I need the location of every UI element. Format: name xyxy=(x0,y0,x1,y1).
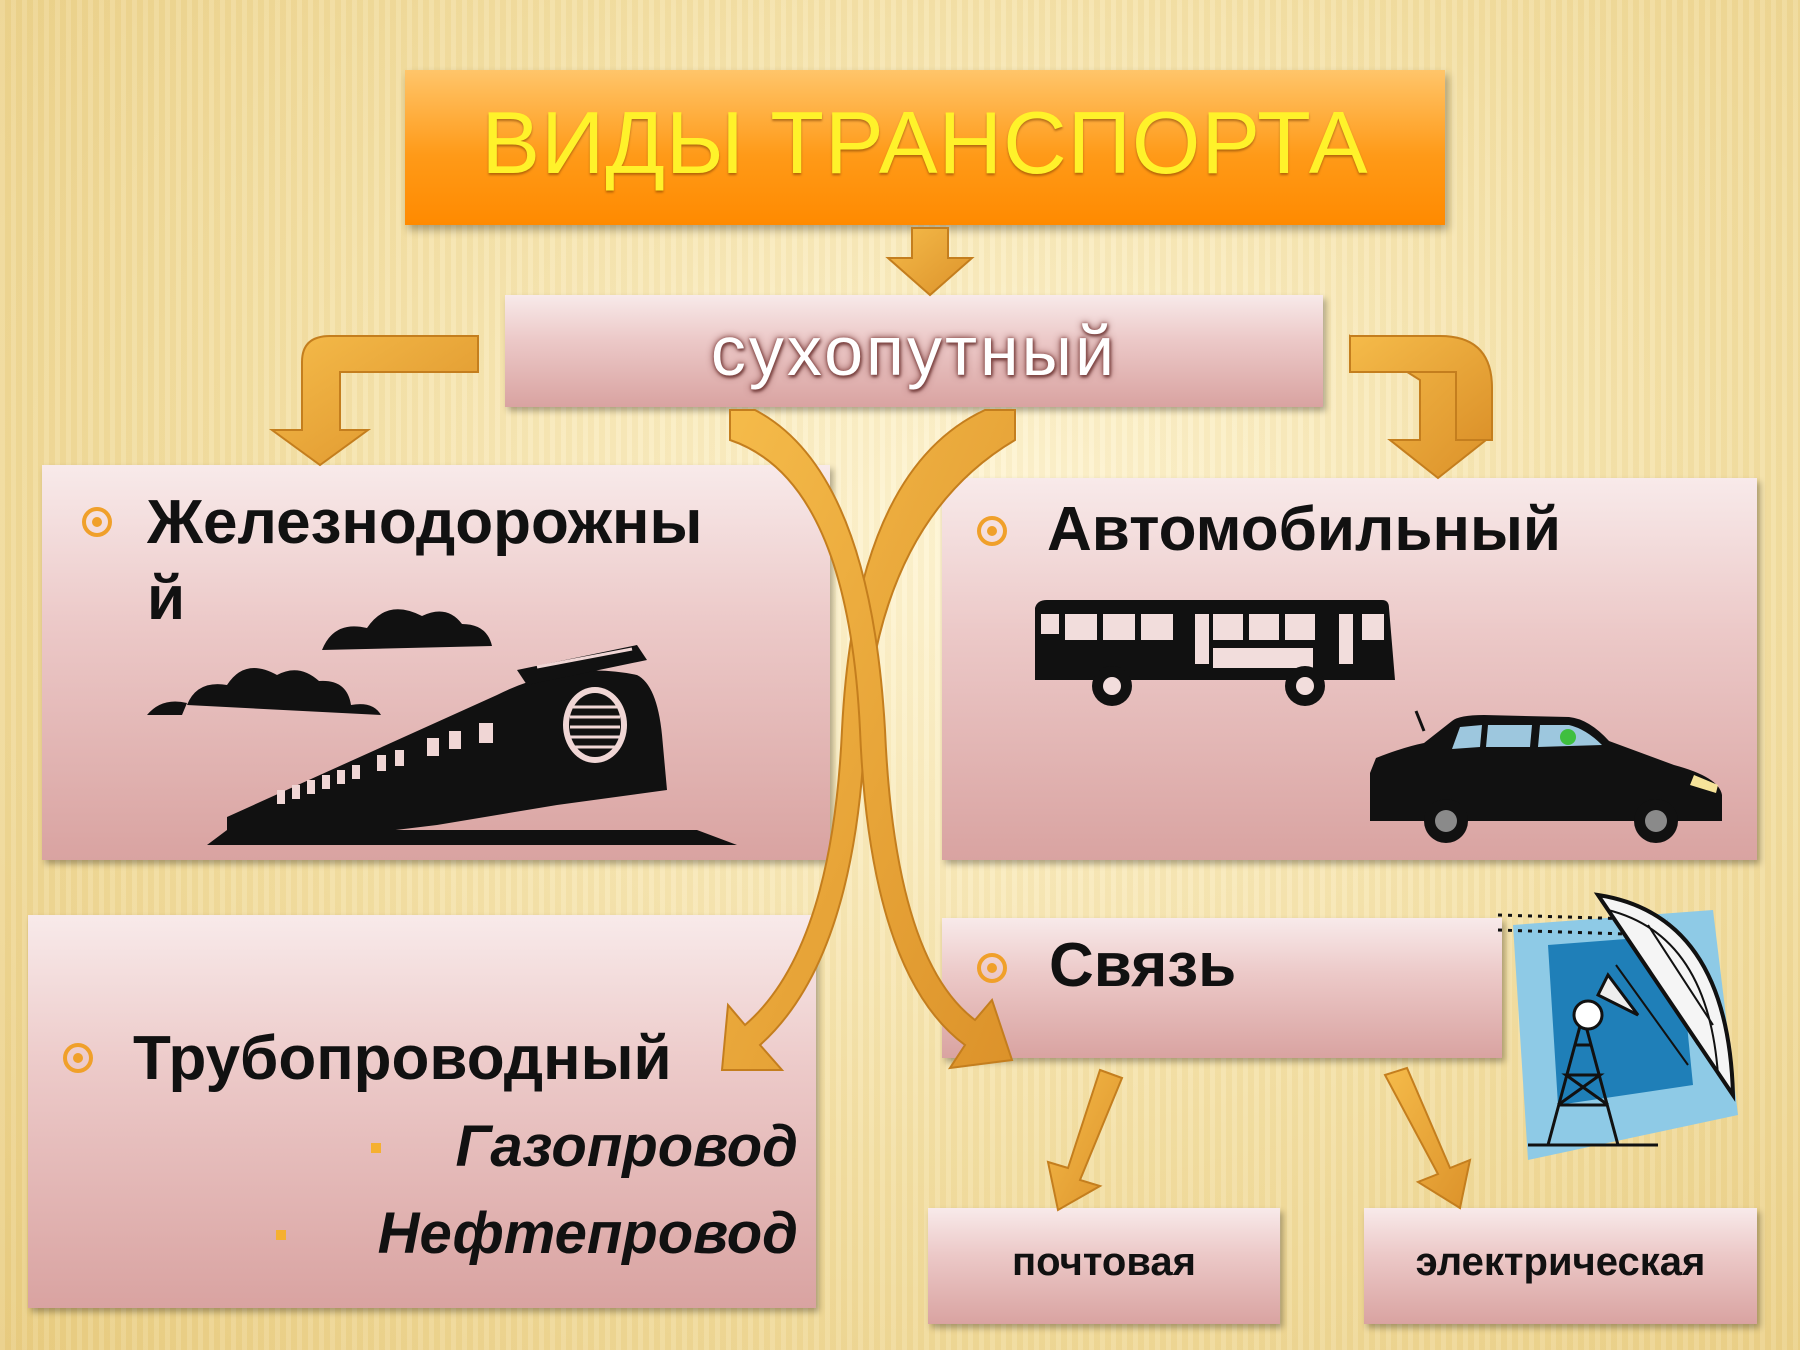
communication-node: Связь xyxy=(942,918,1502,1058)
title-box: ВИДЫ ТРАНСПОРТА xyxy=(405,70,1445,225)
arrow-land-to-pipeline xyxy=(720,409,1016,1071)
land-transport-node: сухопутный xyxy=(505,295,1323,407)
electrical-node: электрическая xyxy=(1364,1208,1757,1324)
satellite-dish-icon xyxy=(1497,892,1738,1160)
pipeline-label: Трубопроводный xyxy=(133,1024,672,1093)
car-icon xyxy=(1370,710,1722,843)
bullet-icon xyxy=(63,1043,93,1073)
square-bullet-icon xyxy=(276,1230,286,1240)
railway-label-line1: Железнодорожны xyxy=(147,488,703,557)
bullet-icon xyxy=(977,953,1007,983)
automobile-node: Автомобильный xyxy=(942,478,1757,860)
railway-node: Железнодорожны й xyxy=(42,465,830,860)
arrow-title-to-land xyxy=(885,227,975,297)
land-transport-label: сухопутный xyxy=(710,312,1118,390)
arrow-comm-to-postal xyxy=(1046,1068,1124,1212)
communication-label: Связь xyxy=(1049,931,1237,1000)
pipeline-node: Трубопроводный Газопровод Нефтепровод xyxy=(28,915,816,1308)
bullet-icon xyxy=(82,507,112,537)
diagram-title: ВИДЫ ТРАНСПОРТА xyxy=(481,93,1369,192)
electrical-label: электрическая xyxy=(1415,1240,1706,1284)
arrow-comm-to-electrical xyxy=(1383,1066,1472,1210)
pipeline-item: Нефтепровод xyxy=(377,1201,798,1266)
arrow-land-to-communication xyxy=(729,409,1014,1070)
railway-label-line2: й xyxy=(147,564,186,633)
postal-label: почтовая xyxy=(1012,1240,1196,1284)
bullet-icon xyxy=(977,516,1007,546)
postal-node: почтовая xyxy=(928,1208,1280,1324)
train-icon xyxy=(147,609,737,845)
arrow-land-to-rail xyxy=(268,335,479,467)
bus-icon xyxy=(1035,600,1395,706)
square-bullet-icon xyxy=(371,1143,381,1153)
automobile-label: Автомобильный xyxy=(1047,495,1562,564)
pipeline-item: Газопровод xyxy=(455,1114,798,1179)
